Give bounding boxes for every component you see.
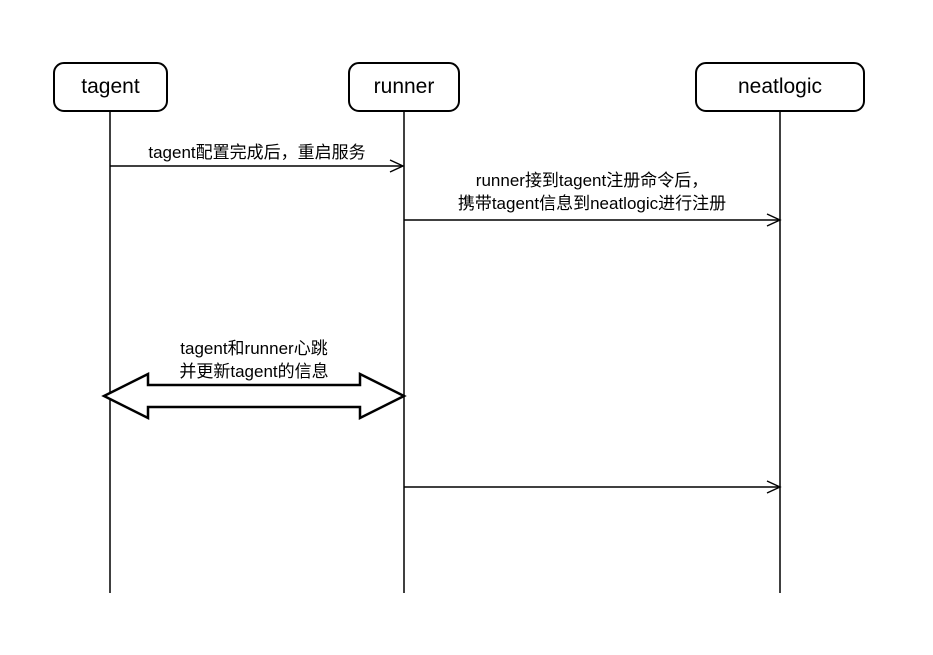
message-1-label: tagent配置完成后，重启服务 — [148, 143, 366, 162]
actor-box-neatlogic: neatlogic — [695, 62, 865, 112]
actor-box-runner: runner — [348, 62, 460, 112]
actor-label-tagent: tagent — [81, 75, 140, 98]
message-4-arrowhead-icon — [766, 480, 782, 494]
actor-label-neatlogic: neatlogic — [737, 75, 823, 98]
message-3-label-line2: 并更新tagent的信息 — [179, 362, 329, 381]
message-2-label-line1: runner接到tagent注册命令后， — [475, 171, 709, 190]
message-2-label-line2: 携带tagent信息到neatlogic进行注册 — [457, 194, 727, 213]
message-2-label: runner接到tagent注册命令后， 携带tagent信息到neatlogi… — [404, 169, 780, 215]
message-1-arrowhead-icon — [389, 159, 405, 173]
heartbeat-double-arrow — [101, 371, 407, 421]
message-3-label: tagent和runner心跳 并更新tagent的信息 — [104, 337, 404, 383]
actor-label-runner: runner — [373, 75, 435, 98]
actor-box-tagent: tagent — [53, 62, 168, 112]
message-2-arrowhead-icon — [766, 213, 782, 227]
message-3-label-line1: tagent和runner心跳 — [180, 339, 328, 358]
